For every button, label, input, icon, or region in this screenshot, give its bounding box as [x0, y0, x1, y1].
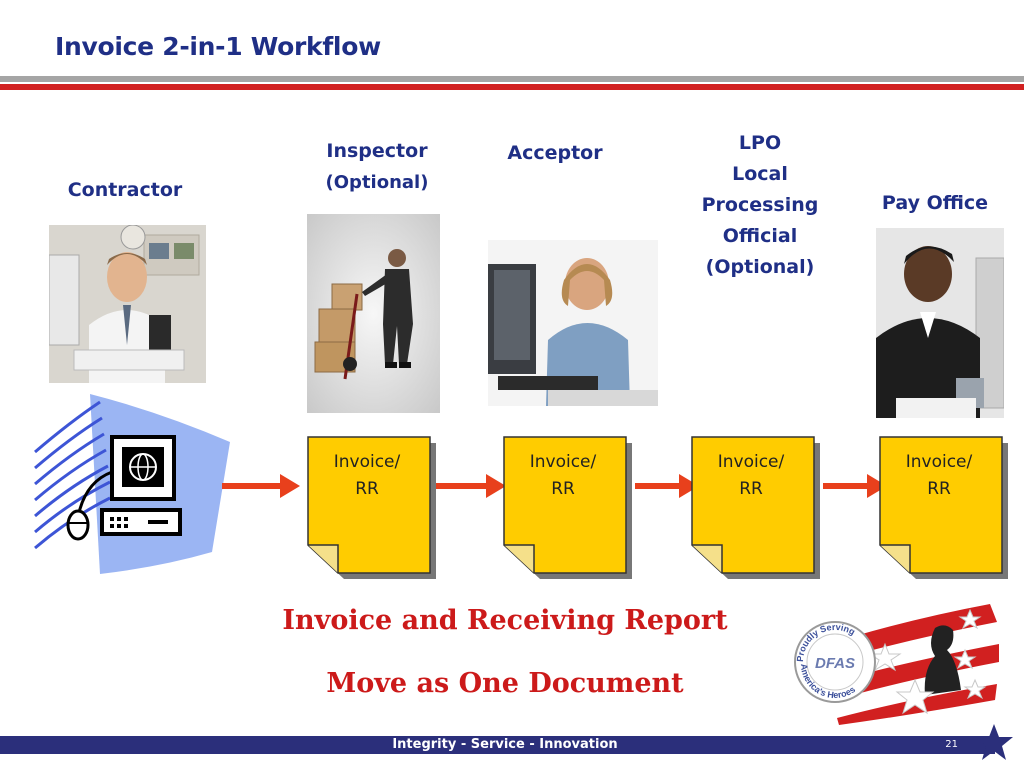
title-rule-gray [0, 76, 1024, 82]
role-contractor-label: Contractor [67, 179, 183, 201]
role-inspector-label: Inspector [326, 140, 428, 162]
role-lpo-line: Local [732, 163, 788, 185]
invoice-rr-document: Invoice/RR [690, 435, 820, 579]
role-acceptor: Acceptor [485, 138, 625, 169]
flow-arrow [222, 474, 302, 502]
dfas-logo: Proudly Serving America's Heroes DFAS [785, 600, 1000, 725]
flow-arrow [816, 474, 896, 502]
document-line: RR [551, 479, 575, 499]
message-line-2: Move as One Document [326, 668, 684, 699]
role-lpo: LPO Local Processing Official (Optional) [680, 128, 840, 283]
role-contractor: Contractor [40, 175, 210, 206]
slide-title: Invoice 2-in-1 Workflow [55, 32, 381, 61]
role-pay-office-label: Pay Office [881, 192, 989, 214]
invoice-rr-document: Invoice/RR [306, 435, 436, 579]
role-acceptor-label: Acceptor [507, 142, 603, 164]
document-line: RR [739, 479, 763, 499]
star-icon [974, 722, 1014, 762]
document-line: Invoice/ [717, 452, 785, 472]
role-lpo-line: LPO [738, 132, 782, 154]
inspector-photo [307, 214, 440, 413]
computer-clipart [30, 392, 235, 577]
document-line: Invoice/ [333, 452, 401, 472]
role-inspector-sub: (Optional) [325, 172, 429, 193]
document-line: RR [355, 479, 379, 499]
role-lpo-line: Official [722, 225, 798, 247]
title-rule-red [0, 84, 1024, 90]
role-lpo-line: (Optional) [705, 256, 815, 278]
logo-center-text: DFAS [815, 655, 855, 672]
role-inspector: Inspector (Optional) [297, 136, 457, 198]
page-number: 21 [945, 739, 958, 750]
invoice-rr-document: Invoice/RR [878, 435, 1008, 579]
role-lpo-line: Processing [701, 194, 819, 216]
contractor-photo [49, 225, 206, 383]
document-line: Invoice/ [529, 452, 597, 472]
flow-arrow [432, 474, 512, 502]
role-pay-office: Pay Office [860, 188, 1010, 219]
document-line: Invoice/ [905, 452, 973, 472]
footer-tagline: Integrity - Service - Innovation [392, 737, 618, 752]
invoice-rr-document: Invoice/RR [502, 435, 632, 579]
document-line: RR [927, 479, 951, 499]
flow-arrow [628, 474, 708, 502]
pay-office-photo [876, 228, 1004, 418]
message-line-1: Invoice and Receiving Report [282, 605, 728, 636]
footer-bar [0, 736, 995, 754]
acceptor-photo [488, 240, 658, 406]
